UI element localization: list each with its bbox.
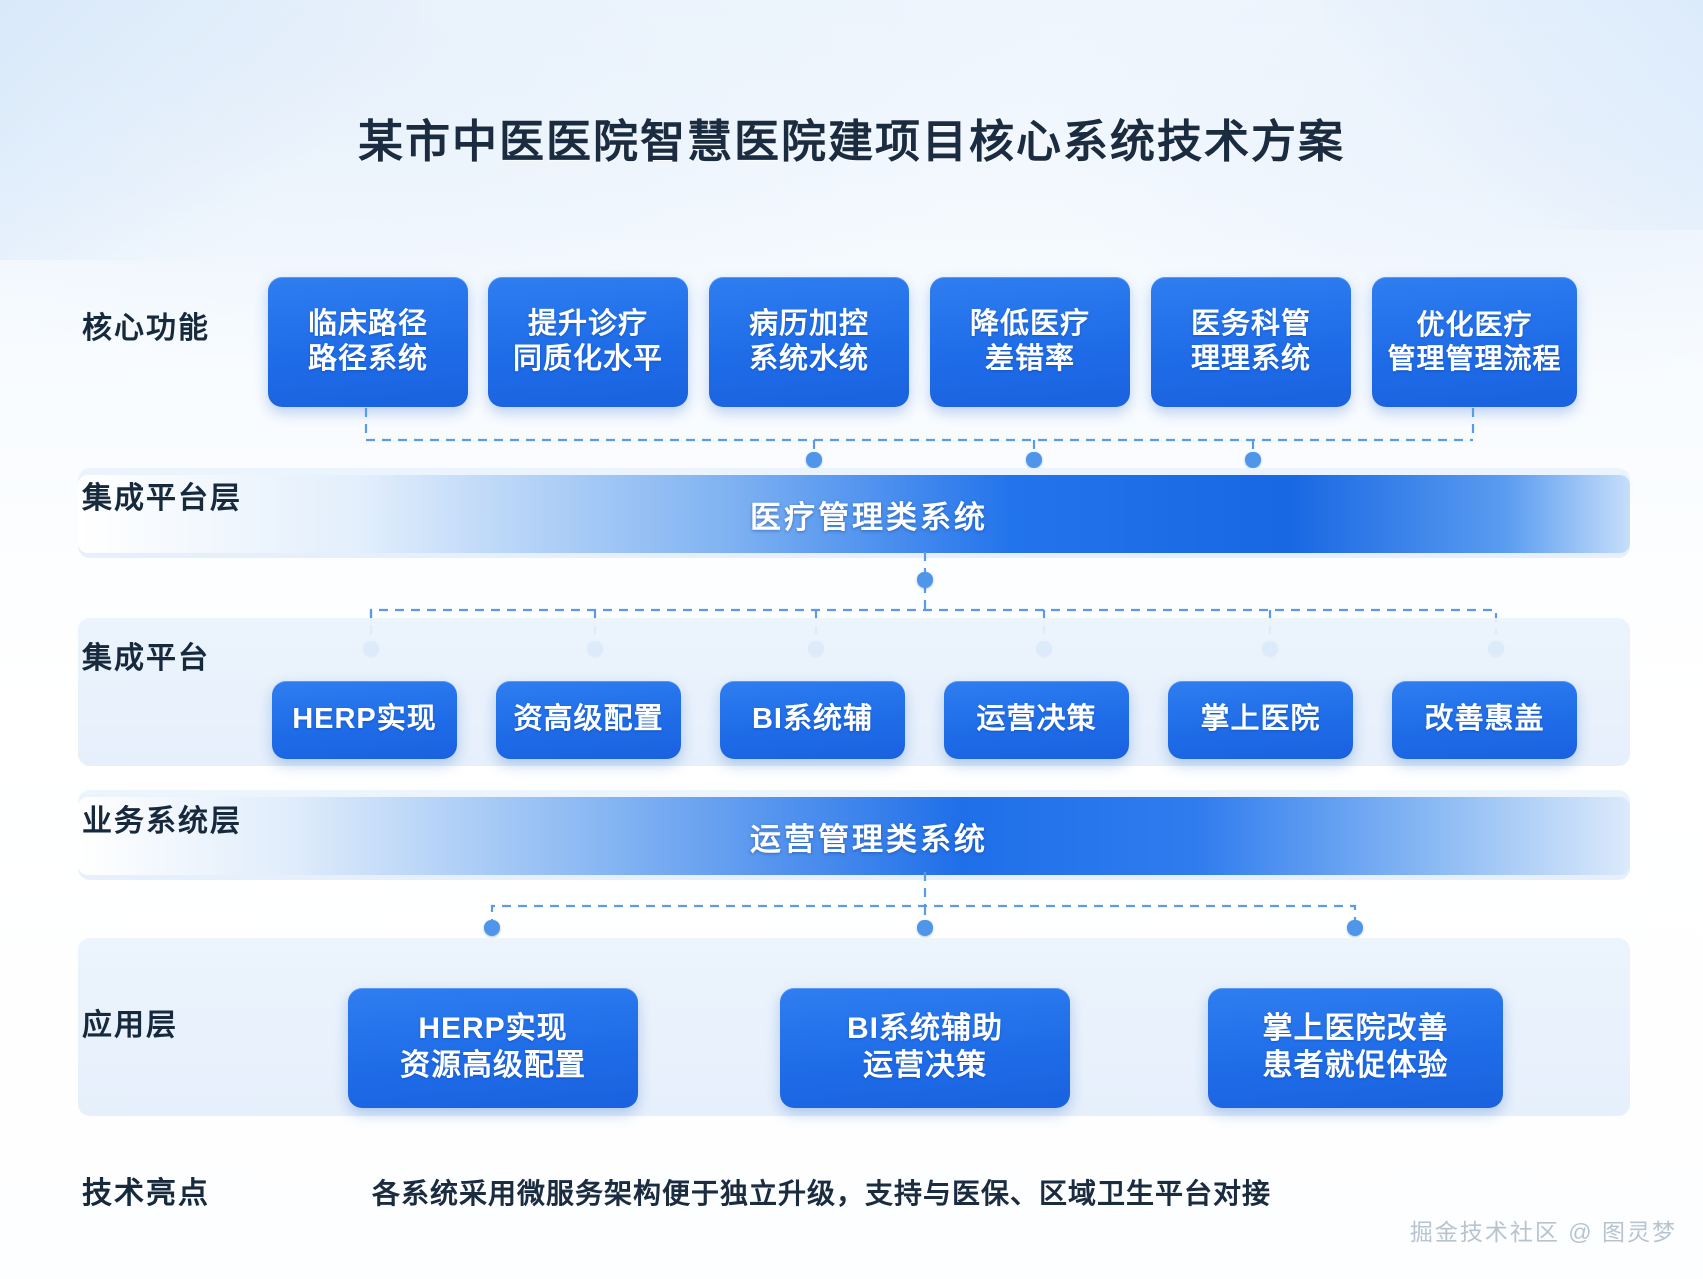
core-chip-6-line1: 优化医疗	[1416, 308, 1533, 340]
core-chip-3-line1: 病历加控	[748, 307, 869, 340]
core-chip-5-line2: 理理系统	[1190, 343, 1311, 375]
platform-chip-3[interactable]: BI系统辅	[720, 681, 905, 759]
platform-chip-1[interactable]: HERP实现	[272, 681, 457, 759]
platform-chip-4[interactable]: 运营决策	[944, 681, 1129, 759]
application-chip-2-line1: BI系统辅助	[847, 1012, 1003, 1046]
platform-chip-6-label: 改善惠盖	[1424, 703, 1545, 736]
business-layer-bar-text: 运营管理类系统	[750, 821, 988, 857]
platform-layer-bar-text: 医疗管理类系统	[750, 499, 988, 535]
application-chip-2[interactable]: BI系统辅助 运营决策	[780, 988, 1070, 1108]
core-chip-4[interactable]: 降低医疗 差错率	[930, 277, 1130, 407]
application-chip-3[interactable]: 掌上医院改善 患者就促体验	[1208, 988, 1503, 1108]
connector-dot-b0	[917, 572, 933, 588]
row-label-application: 应用层	[82, 1009, 178, 1042]
core-chip-3-line2: 系统水统	[748, 343, 869, 375]
platform-chip-2[interactable]: 资高级配置	[496, 681, 681, 759]
watermark: 掘金技术社区 @ 图灵梦	[1409, 1219, 1677, 1245]
core-chip-2-line1: 提升诊疗	[527, 307, 648, 340]
core-chip-1-line2: 路径系统	[307, 343, 428, 375]
connector-dot-c2	[917, 920, 933, 936]
application-chip-1-line1: HERP实现	[418, 1012, 568, 1046]
page-title: 某市中医医院智慧医院建项目核心系统技术方案	[357, 116, 1345, 167]
core-chip-2-line2: 同质化水平	[512, 343, 663, 375]
core-chip-1[interactable]: 临床路径 路径系统	[268, 277, 468, 407]
core-chip-5-line1: 医务科管	[1190, 307, 1311, 340]
row-label-business-layer: 业务系统层	[82, 805, 242, 838]
business-layer-bar: 运营管理类系统	[78, 797, 1630, 875]
platform-chip-5[interactable]: 掌上医院	[1168, 681, 1353, 759]
connector-dot-a3	[1245, 452, 1261, 468]
application-chip-3-line2: 患者就促体验	[1262, 1049, 1449, 1082]
connector-dot-a2	[1026, 452, 1042, 468]
core-chip-3[interactable]: 病历加控 系统水统	[709, 277, 909, 407]
platform-chip-1-label: HERP实现	[292, 703, 437, 736]
core-chip-5[interactable]: 医务科管 理理系统	[1151, 277, 1351, 407]
core-chip-6[interactable]: 优化医疗 管理管理流程	[1372, 277, 1577, 407]
platform-chip-3-label: BI系统辅	[751, 703, 873, 736]
core-chip-4-line2: 差错率	[984, 343, 1075, 375]
platform-chip-4-label: 运营决策	[976, 703, 1097, 736]
platform-layer-bar: 医疗管理类系统	[78, 475, 1630, 553]
connector-dot-c1	[484, 920, 500, 936]
row-label-platform: 集成平台	[82, 642, 210, 675]
core-chip-2[interactable]: 提升诊疗 同质化水平	[488, 277, 688, 407]
core-chip-4-line1: 降低医疗	[969, 307, 1090, 340]
application-chip-3-line1: 掌上医院改善	[1262, 1012, 1449, 1046]
application-chip-2-line2: 运营决策	[863, 1049, 987, 1082]
connector-dot-a1	[806, 452, 822, 468]
application-chip-1-line2: 资源高级配置	[400, 1049, 586, 1082]
platform-chip-6[interactable]: 改善惠盖	[1392, 681, 1577, 759]
platform-chip-2-label: 资高级配置	[513, 703, 664, 736]
row-label-core-functions: 核心功能	[82, 312, 210, 345]
platform-chip-5-label: 掌上医院	[1200, 703, 1321, 736]
application-chip-1[interactable]: HERP实现 资源高级配置	[348, 988, 638, 1108]
connector-dot-c3	[1347, 920, 1363, 936]
core-chip-1-line1: 临床路径	[307, 307, 428, 340]
row-label-highlight: 技术亮点	[82, 1177, 210, 1210]
core-chip-6-line2: 管理管理流程	[1387, 343, 1562, 374]
row-core-functions	[0, 0, 1703, 1]
row-label-platform-layer: 集成平台层	[82, 482, 242, 515]
highlight-text: 各系统采用微服务架构便于独立升级，支持与医保、区域卫生平台对接	[372, 1178, 1272, 1209]
